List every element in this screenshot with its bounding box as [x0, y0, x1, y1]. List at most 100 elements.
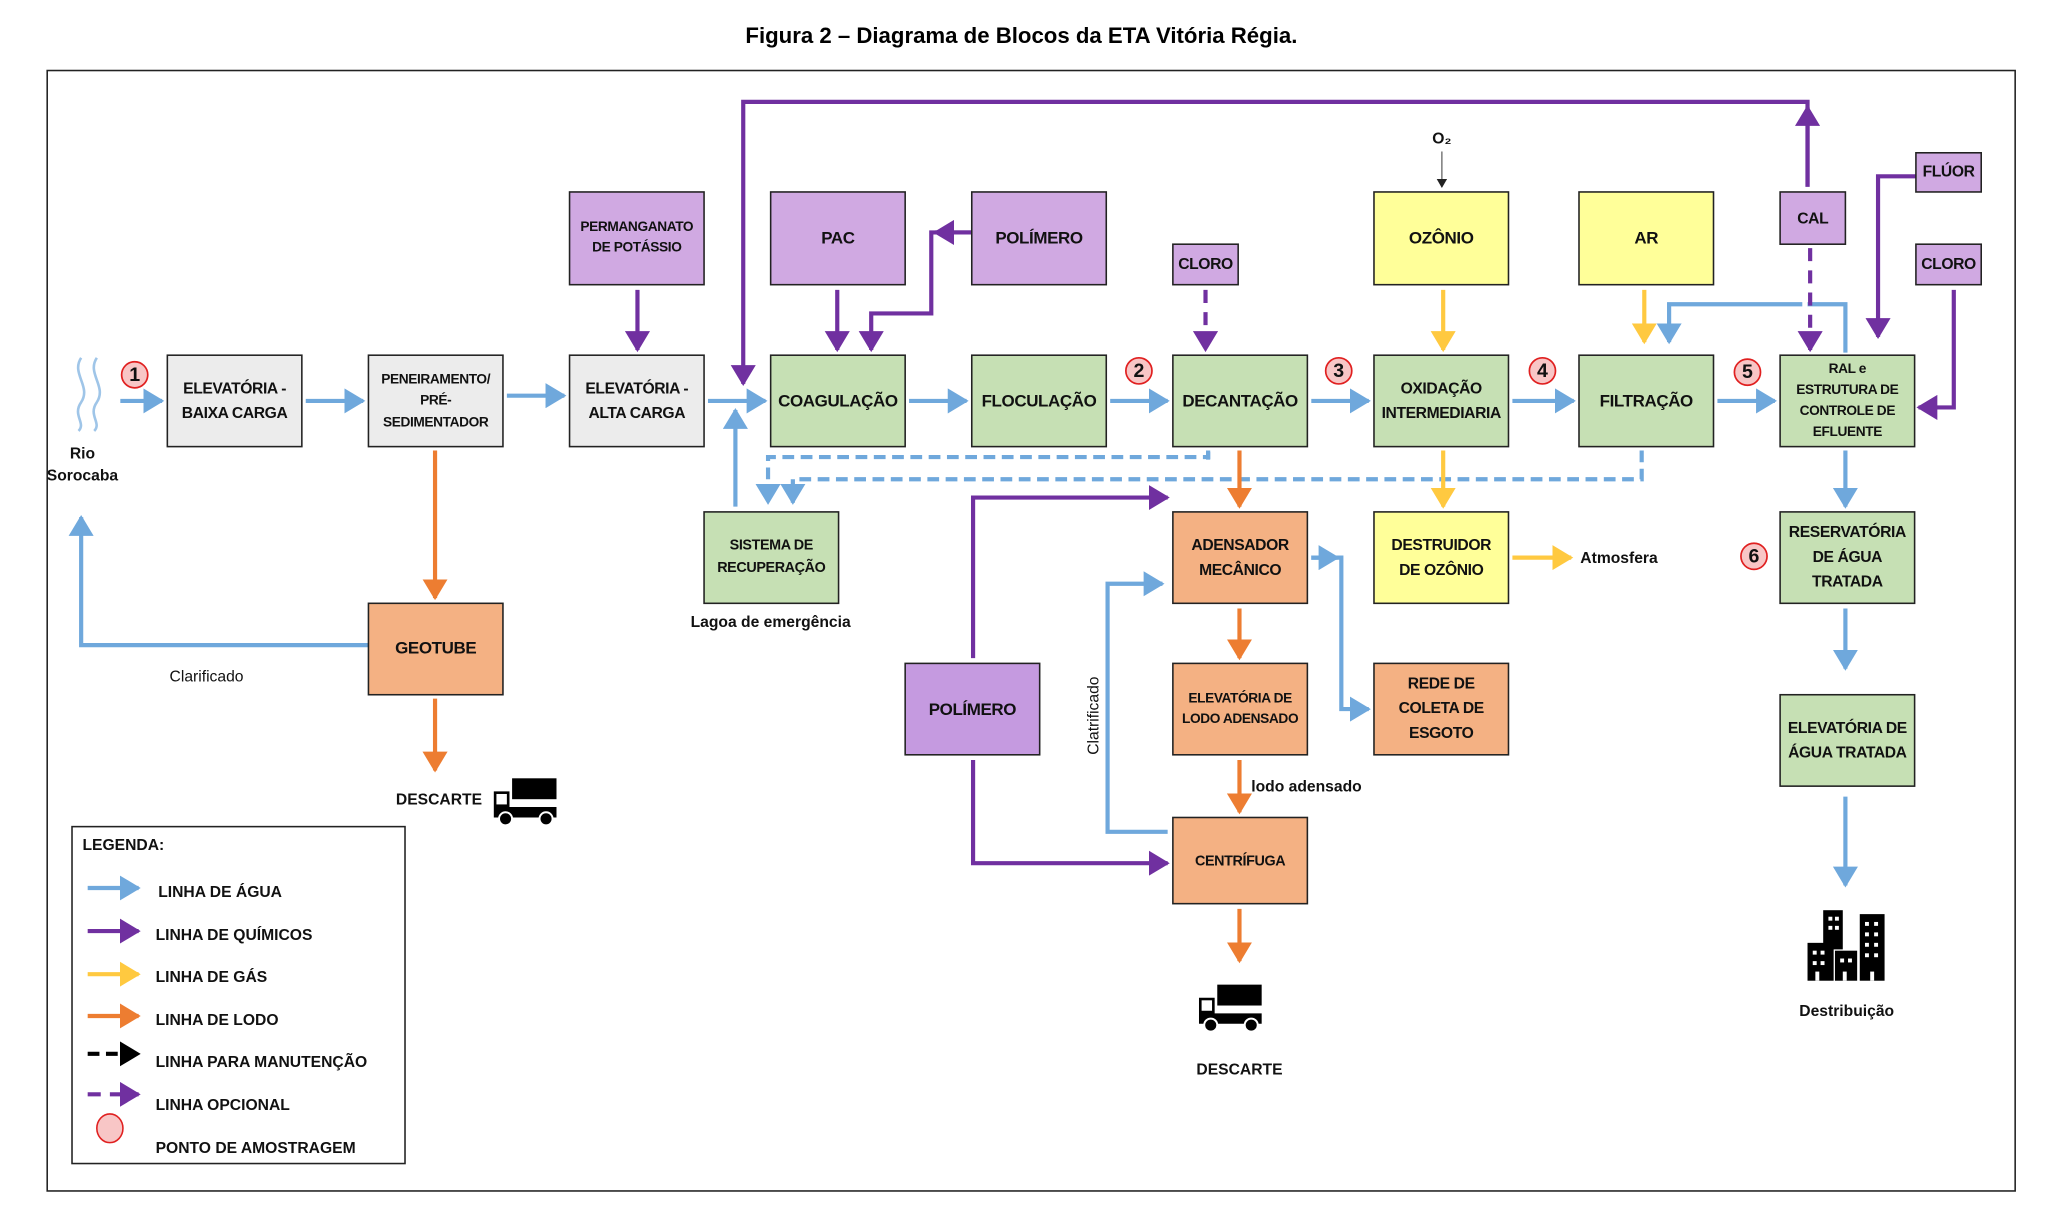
block-ral: RAL e ESTRUTURA DE CONTROLE DE EFLUENTE [1779, 354, 1916, 448]
block-label: POLÍMERO [995, 228, 1083, 247]
block-label: CONTROLE DE [1800, 403, 1896, 418]
descarte-centrifuga-label: DESCARTE [1196, 1062, 1282, 1079]
block-cloro-decantacao: CLORO [1172, 243, 1239, 286]
block-label: RESERVATÓRIA [1789, 522, 1906, 541]
block-label: CLORO [1178, 256, 1233, 273]
sampling-point-3: 3 [1324, 356, 1353, 385]
block-label: DE POTÁSSIO [592, 239, 682, 255]
block-label: POLÍMERO [929, 700, 1017, 719]
sampling-point-4: 4 [1528, 356, 1557, 385]
block-label: SISTEMA DE [730, 538, 814, 554]
block-geotube: GEOTUBE [367, 602, 504, 696]
sampling-point-label: 3 [1333, 360, 1344, 382]
water-waves-icon [76, 357, 102, 432]
lodo-adensado-label: lodo adensado [1251, 778, 1361, 795]
sampling-point-6: 6 [1740, 542, 1768, 571]
block-label: PAC [821, 228, 855, 247]
block-elevatoria-alta-carga: ELEVATÓRIA - ALTA CARGA [568, 354, 705, 448]
block-permanganato: PERMANGANATO DE POTÁSSIO [568, 191, 705, 286]
block-cloro-final: CLORO [1915, 243, 1982, 286]
block-reservatorio: RESERVATÓRIA DE ÁGUA TRATADA [1779, 511, 1916, 605]
block-label: COLETA DE [1399, 700, 1484, 717]
river-label-line2: Sorocaba [47, 468, 119, 485]
block-label: PERMANGANATO [580, 219, 694, 234]
block-coagulacao: COAGULAÇÃO [769, 354, 906, 448]
legend-item-chemical: LINHA DE QUÍMICOS [156, 925, 313, 944]
block-elevatoria-baixa-carga: ELEVATÓRIA - BAIXA CARGA [166, 354, 303, 448]
block-label: SEDIMENTADOR [383, 415, 489, 430]
distribuicao-label: Destribuição [1799, 1003, 1894, 1020]
sampling-point-2: 2 [1125, 356, 1153, 385]
block-rede-coleta-esgoto: REDE DE COLETA DE ESGOTO [1373, 662, 1510, 756]
sampling-point-label: 6 [1749, 545, 1760, 567]
buildings-icon [1807, 910, 1885, 981]
block-label: ESTRUTURA DE [1796, 382, 1898, 397]
block-label: ADENSADOR [1191, 537, 1288, 554]
legend: LEGENDA: LINHA DE ÁGUA LINHA DE QUÍMICOS… [71, 825, 406, 1165]
block-label: MECÂNICO [1199, 560, 1281, 579]
figure-frame [46, 69, 2016, 1192]
sampling-point-1: 1 [120, 360, 149, 389]
block-label: FILTRAÇÃO [1600, 391, 1693, 411]
block-label: OXIDAÇÃO [1401, 377, 1482, 397]
chem-line-cloro-to-ral [1916, 289, 1956, 420]
block-label: ÁGUA TRATADA [1788, 743, 1907, 762]
block-decantacao: DECANTAÇÃO [1172, 354, 1309, 448]
legend-sampling-swatch [96, 1113, 124, 1144]
water-line-centrifuga-clarificado [1105, 571, 1168, 834]
block-oxidacao-intermediaria: OXIDAÇÃO INTERMEDIARIA [1373, 354, 1510, 448]
connectors [68, 99, 1956, 964]
water-line-adensador-to-esgoto [1311, 555, 1371, 722]
block-label: ELEVATÓRIA DE [1788, 718, 1907, 737]
block-label: ELEVATÓRIA - [585, 378, 688, 397]
block-label: AR [1634, 228, 1658, 247]
legend-item-maintenance: LINHA PARA MANUTENÇÃO [156, 1051, 368, 1071]
sampling-point-label: 5 [1742, 361, 1753, 383]
block-label: ELEVATÓRIA - [183, 378, 286, 397]
block-label: EFLUENTE [1813, 424, 1882, 439]
legend-item-sampling: PONTO DE AMOSTRAGEM [156, 1140, 356, 1157]
sampling-point-5: 5 [1733, 358, 1762, 387]
chem-line-fluor-to-ral [1865, 174, 1916, 340]
block-cal: CAL [1779, 191, 1847, 245]
chem-line-polimero-to-adensador [970, 485, 1170, 659]
block-destruidor-ozonio: DESTRUIDOR DE OZÔNIO [1373, 511, 1510, 605]
block-sistema-recuperacao: SISTEMA DE RECUPERAÇÃO [703, 511, 840, 605]
atmosfera-label: Atmosfera [1580, 550, 1658, 567]
water-line-ral-return-a [1807, 302, 1848, 353]
clarificado-centrifuga-label: Clatrificado [1085, 676, 1102, 755]
block-label: FLÚOR [1923, 162, 1975, 181]
o2-label: O₂ [1432, 131, 1451, 148]
dump-truck-icon [492, 777, 558, 827]
block-ozonio: OZÔNIO [1373, 191, 1510, 286]
block-elevatoria-lodo: ELEVATÓRIA DE LODO ADENSADO [1172, 662, 1309, 756]
dashed-line-decantacao-to-recuperacao [755, 450, 1211, 505]
block-label: GEOTUBE [395, 639, 476, 658]
block-label: ALTA CARGA [588, 405, 685, 422]
legend-item-optional: LINHA OPCIONAL [156, 1097, 291, 1114]
block-pac: PAC [769, 191, 906, 286]
block-elevatoria-agua-tratada: ELEVATÓRIA DE ÁGUA TRATADA [1779, 693, 1916, 787]
chem-line-polimero-to-centrifuga [970, 760, 1170, 876]
block-label: REDE DE [1408, 675, 1475, 692]
legend-item-water: LINHA DE ÁGUA [158, 882, 282, 901]
block-polimero-bottom: POLÍMERO [904, 662, 1041, 756]
clarificado-geotube-label: Clarificado [170, 669, 244, 686]
block-label: TRATADA [1812, 574, 1883, 591]
block-label: PENEIRAMENTO/ [381, 372, 490, 387]
block-label: CENTRÍFUGA [1195, 853, 1285, 870]
block-label: DE ÁGUA [1813, 547, 1883, 566]
block-ar: AR [1578, 191, 1715, 286]
block-label: DECANTAÇÃO [1182, 391, 1298, 411]
block-label: CAL [1797, 211, 1829, 228]
lagoa-label: Lagoa de emergência [691, 614, 851, 631]
dashed-line-filtracao-to-recuperacao [780, 450, 1644, 505]
block-label: ESGOTO [1409, 725, 1474, 742]
block-label: BAIXA CARGA [182, 405, 288, 422]
block-label: OZÔNIO [1409, 228, 1474, 247]
block-peneiramento: PENEIRAMENTO/ PRÉ- SEDIMENTADOR [367, 354, 504, 448]
block-label: DESTRUIDOR [1391, 537, 1491, 554]
river-label-line1: Rio [70, 445, 95, 462]
block-polimero-top: POLÍMERO [970, 191, 1108, 286]
